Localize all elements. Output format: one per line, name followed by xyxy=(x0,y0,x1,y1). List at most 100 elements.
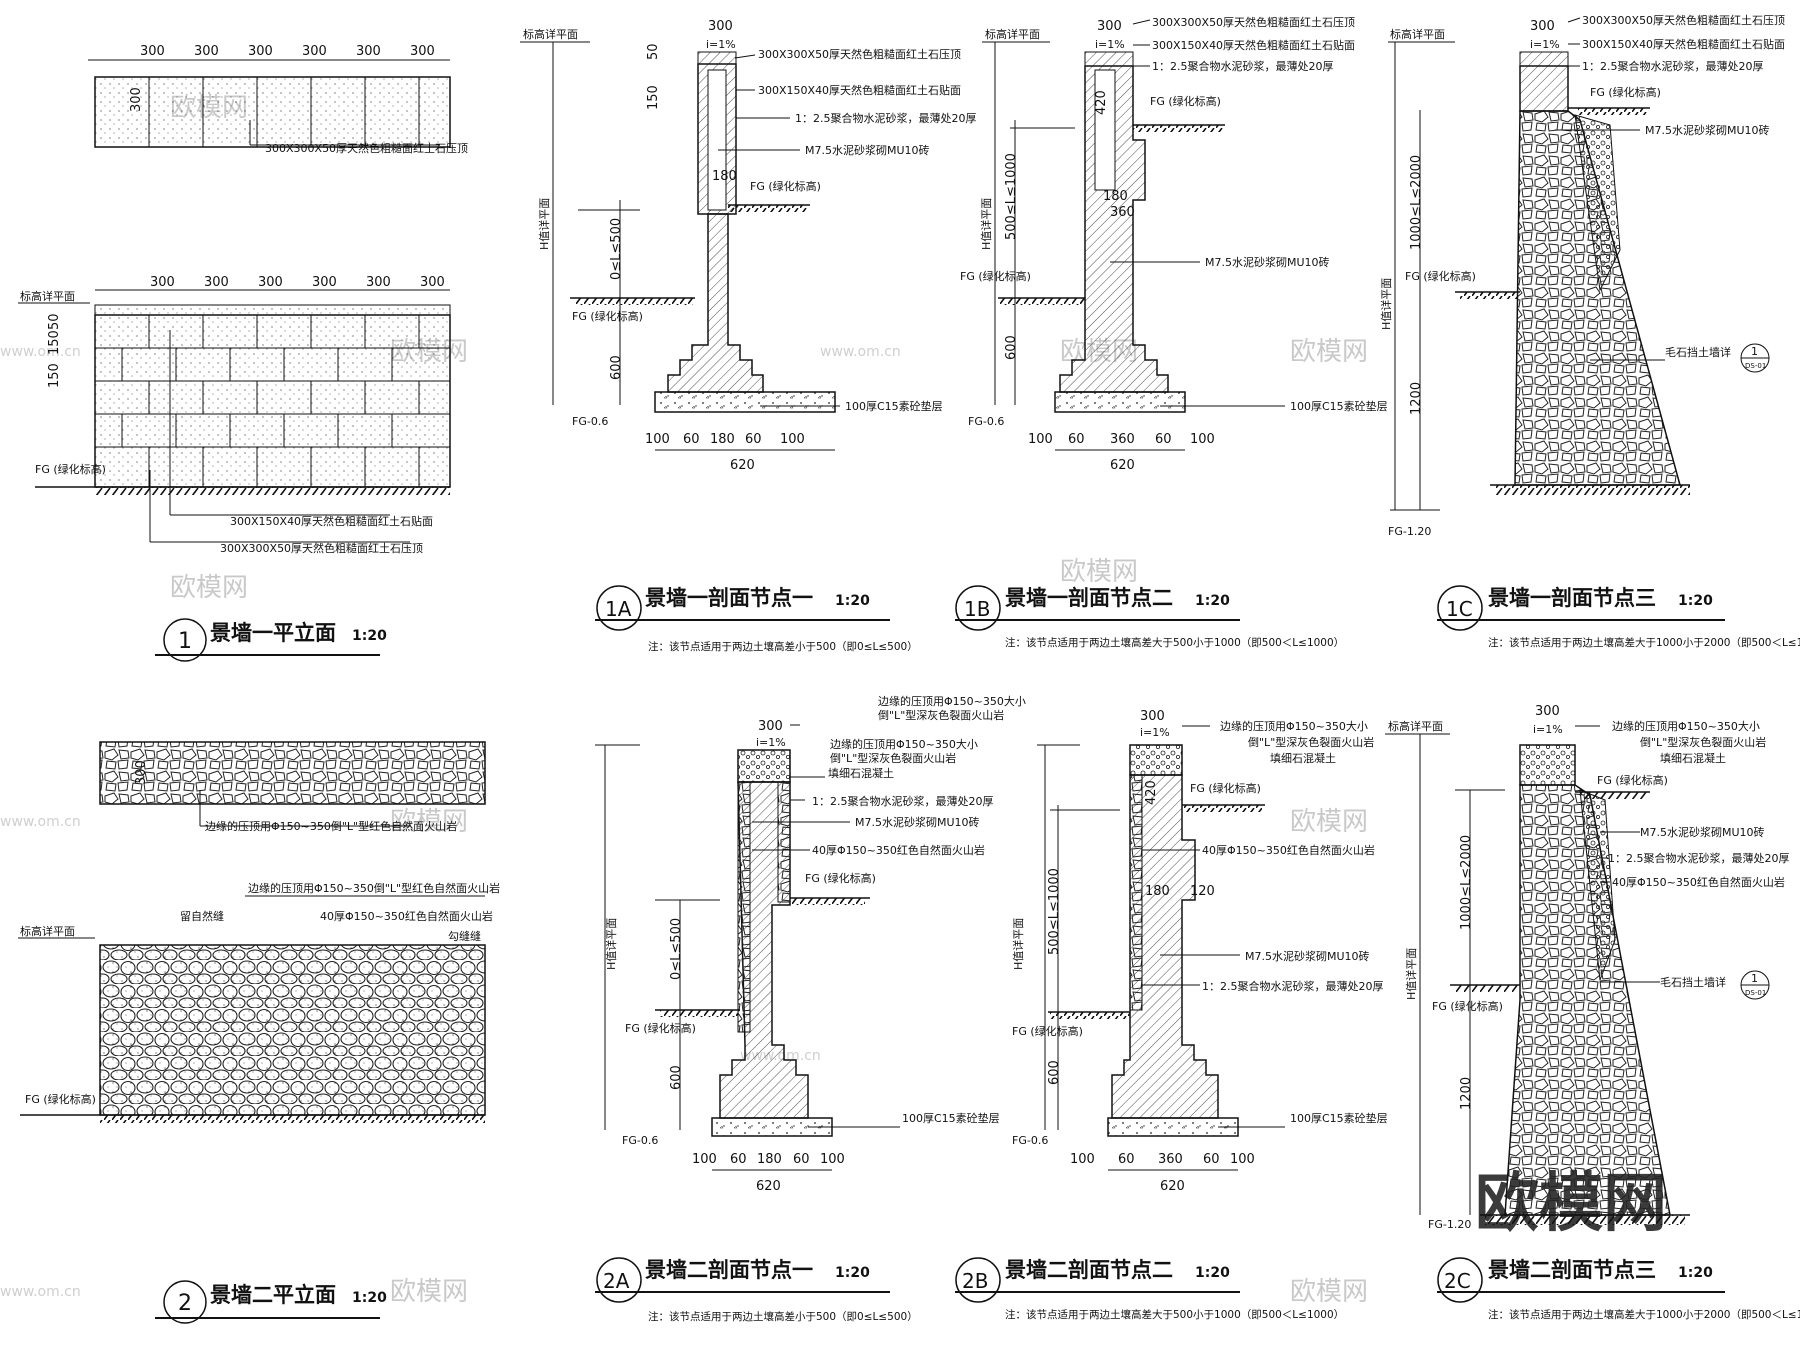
annotation: M7.5水泥砂浆砌MU10砖 xyxy=(1645,123,1770,137)
title-note: 注：该节点适用于两边土壤高差大于1000小于2000（即500＜L≤1000） xyxy=(1488,636,1800,649)
annotation: 毛石挡土墙详 xyxy=(1665,345,1731,359)
title-scale: 1:20 xyxy=(1678,1265,1713,1281)
range-label: 1000≤L≤2000 xyxy=(1409,155,1424,250)
annotation: 边缘的压顶用Φ150~350倒"L"型红色自然面火山岩 xyxy=(248,881,500,895)
dim-label: 60 xyxy=(793,1152,810,1167)
dim-label: 600 xyxy=(1047,1060,1062,1085)
dim-label: 100 xyxy=(820,1152,845,1167)
detail-ref-sheet: DS-01 xyxy=(1745,362,1766,370)
annotation: 300X300X50厚天然色粗糙面红土石压顶 xyxy=(220,541,423,555)
dim-label: 300 xyxy=(129,87,144,112)
dim-label: 60 xyxy=(1118,1152,1135,1167)
level-fg: FG (绿化标高) xyxy=(35,462,106,476)
annotation: 300X300X50厚天然色粗糙面红土石压顶 xyxy=(1582,13,1785,27)
level-fg: FG (绿化标高) xyxy=(572,309,643,323)
level-fg: FG (绿化标高) xyxy=(1432,999,1503,1013)
dim-label: 300 xyxy=(134,760,149,785)
dim-label: 150 xyxy=(646,85,661,110)
annotation: 300X300X50厚天然色粗糙面红土石压顶 xyxy=(265,141,468,155)
level-fg: FG (绿化标高) xyxy=(805,871,876,885)
annotation: 1：2.5聚合物水泥砂浆，最薄处20厚 xyxy=(812,794,994,808)
section-1c: 标高详平面 H值详平面 300 i=1% FG (绿化标高) FG (绿化标高)… xyxy=(1379,13,1785,538)
dim-label: 600 xyxy=(669,1065,684,1090)
title-scale: 1:20 xyxy=(835,593,870,609)
title-name: 景墙一剖面节点二 xyxy=(1005,586,1173,610)
annotation: 1：2.5聚合物水泥砂浆，最薄处20厚 xyxy=(1202,979,1384,993)
annotation: 填细石混凝土 xyxy=(1660,751,1726,765)
level-ref: 标高详平面 xyxy=(20,289,75,303)
section-1a: 标高详平面 H值详平面 300 i=1% FG (绿化标高) FG (绿化标高)… xyxy=(520,19,977,473)
slope-label: i=1% xyxy=(1140,726,1170,739)
title-name: 景墙一剖面节点三 xyxy=(1488,586,1656,610)
dim-label: 300 xyxy=(366,275,391,290)
dim-label: 300 xyxy=(1140,709,1165,724)
dim-label: 50 xyxy=(646,43,661,60)
level-hval: H值详平面 xyxy=(1379,278,1393,330)
annotation: 40厚Φ150~350红色自然面火山岩 xyxy=(320,909,493,923)
dim-label: 300 xyxy=(356,44,381,59)
level-fg: FG (绿化标高) xyxy=(1150,94,1221,108)
annotation: M7.5水泥砂浆砌MU10砖 xyxy=(855,815,980,829)
plan-dims: 300 300 300 300 300 300 xyxy=(140,44,435,59)
dim-label: 60 xyxy=(1203,1152,1220,1167)
section-2a: H值详平面 300 i=1% FG (绿化标高) FG (绿化标高) FG-0.… xyxy=(595,694,1026,1194)
level-hval: H值详平面 xyxy=(537,198,551,250)
annotation: 边缘的压顶用Φ150~350大小 xyxy=(830,737,978,751)
annotation: M7.5水泥砂浆砌MU10砖 xyxy=(1245,949,1370,963)
title-number: 2 xyxy=(178,1291,192,1316)
dim-label: 300 xyxy=(420,275,445,290)
watermark: 欧模网 xyxy=(390,1277,468,1307)
range-label: 500≤L≤1000 xyxy=(1047,868,1062,955)
title-scale: 1:20 xyxy=(352,1290,387,1306)
dim-label: 150 xyxy=(47,330,62,355)
dim-label: 420 xyxy=(1144,780,1159,805)
annotation: 1：2.5聚合物水泥砂浆，最薄处20厚 xyxy=(795,111,977,125)
level-fg: FG (绿化标高) xyxy=(25,1092,96,1106)
slope-label: i=1% xyxy=(1533,723,1563,736)
dim-label: 100 xyxy=(692,1152,717,1167)
dim-label: 300 xyxy=(194,44,219,59)
dim-label: 180 xyxy=(712,169,737,184)
level-hval: H值详平面 xyxy=(604,918,618,970)
annotation: M7.5水泥砂浆砌MU10砖 xyxy=(805,143,930,157)
annotation: 边缘的压顶用Φ150~350大小 xyxy=(1220,719,1368,733)
detail-ref-sheet: DS-01 xyxy=(1745,989,1766,997)
dim-label: 620 xyxy=(1160,1179,1185,1194)
annotation: 40厚Φ150~350红色自然面火山岩 xyxy=(1612,875,1785,889)
dim-label: 180 xyxy=(1145,884,1170,899)
level-fg: FG (绿化标高) xyxy=(1190,781,1261,795)
title-note: 注：该节点适用于两边土壤高差大于500小于1000（即500＜L≤1000） xyxy=(1005,636,1344,649)
watermark-url: www.om.cn xyxy=(820,344,901,360)
dim-label: 100 xyxy=(1070,1152,1095,1167)
watermark: 欧模网 xyxy=(390,807,468,837)
watermark: 欧模网 xyxy=(1290,1277,1368,1307)
annotation: M7.5水泥砂浆砌MU10砖 xyxy=(1205,255,1330,269)
dim-label: 360 xyxy=(1110,205,1135,220)
watermark: 欧模网 xyxy=(1290,337,1368,367)
dim-label: 1200 xyxy=(1409,382,1424,415)
wall2-plan: 300 边缘的压顶用Φ150~350倒"L"型红色自然面火山岩 xyxy=(99,741,486,833)
title-number: 2B xyxy=(962,1269,988,1293)
dim-label: 300 xyxy=(1097,19,1122,34)
watermark: 欧模网 xyxy=(1290,807,1368,837)
annotation: 留自然缝 xyxy=(180,909,224,923)
dim-label: 60 xyxy=(1068,432,1085,447)
annotation: 倒"L"型深灰色裂面火山岩 xyxy=(1640,735,1766,749)
level-hval: H值详平面 xyxy=(979,198,993,250)
level-fg12: FG-1.20 xyxy=(1428,1218,1471,1231)
annotation: 300X150X40厚天然色粗糙面红土石贴面 xyxy=(1152,38,1355,52)
drawing-title-2b: 2B 景墙二剖面节点二 1:20 注：该节点适用于两边土壤高差大于500小于10… xyxy=(955,1257,1344,1321)
title-scale: 1:20 xyxy=(352,628,387,644)
drawing-title-2: 2 景墙二平立面 1:20 xyxy=(155,1280,387,1324)
level-fg: FG (绿化标高) xyxy=(750,179,821,193)
level-fg: FG (绿化标高) xyxy=(625,1021,696,1035)
dim-label: 60 xyxy=(745,432,762,447)
title-scale: 1:20 xyxy=(835,1265,870,1281)
detail-ref-number: 1 xyxy=(1751,345,1758,358)
title-name: 景墙二剖面节点一 xyxy=(645,1258,813,1282)
wall1-plan: 300 300 300 300 300 300 300 300X300X50厚天… xyxy=(88,44,468,155)
annotation: 40厚Φ150~350红色自然面火山岩 xyxy=(1202,843,1375,857)
level-ref: 标高详平面 xyxy=(523,27,578,41)
drawing-title-2c: 2C 景墙二剖面节点三 1:20 注：该节点适用于两边土壤高差大于1000小于2… xyxy=(1437,1257,1800,1321)
